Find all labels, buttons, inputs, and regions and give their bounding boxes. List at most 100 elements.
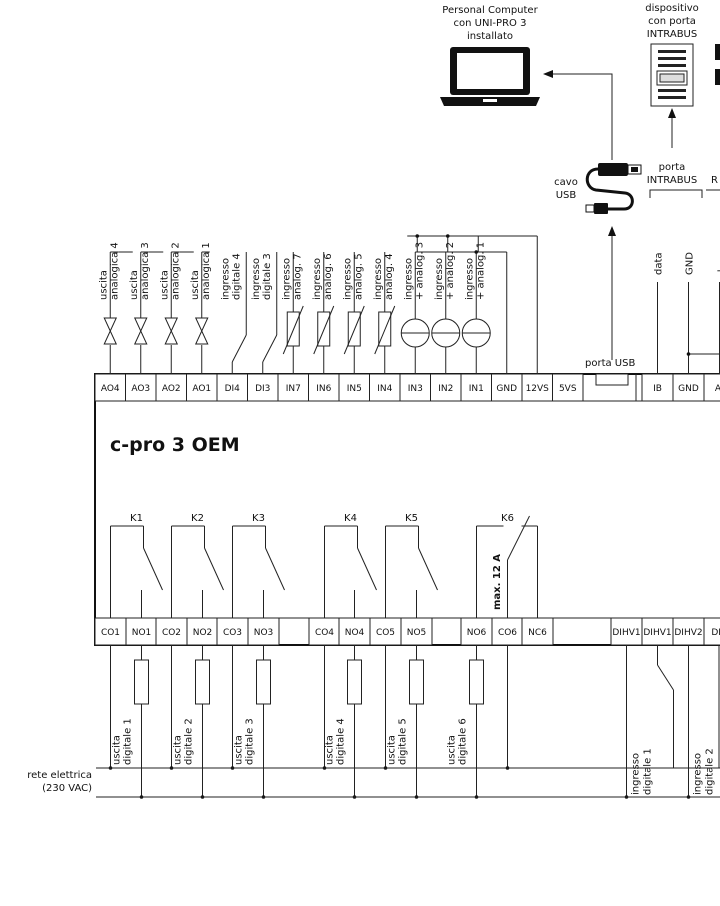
- mains-label: rete elettrica (230 VAC): [27, 770, 92, 794]
- terminal-label: DIH: [711, 628, 720, 638]
- input-label-line1: ingresso: [220, 258, 231, 300]
- terminal-label: CO4: [315, 628, 334, 638]
- terminal-label: DI4: [225, 384, 241, 394]
- sensor-slash: [282, 305, 304, 355]
- junction-dot: [474, 250, 479, 254]
- junction-dot: [445, 234, 450, 238]
- terminal-label: NC6: [528, 628, 547, 638]
- switch-contact: [657, 664, 674, 691]
- pc-arrow: [543, 70, 553, 78]
- svg-text:cavo: cavo: [554, 177, 578, 188]
- relay-label: K1: [130, 513, 143, 524]
- terminal-label: IN6: [316, 384, 331, 394]
- relay-contact: [507, 515, 530, 561]
- terminal-di3: [247, 373, 279, 402]
- input-label-line2: analog. 6: [323, 253, 334, 300]
- load-resistor-icon: [409, 659, 424, 705]
- load-resistor-icon: [195, 659, 210, 705]
- cable-label: cavo USB: [554, 177, 578, 201]
- valve-icon: [194, 317, 209, 345]
- usb-cable-icon: [585, 163, 642, 214]
- device-title: c-pro 3 OEM: [110, 434, 240, 456]
- input-label-line2: + analog. 2: [445, 242, 456, 300]
- output-label-line2: digitale 2: [184, 718, 195, 765]
- terminal-label: IB: [653, 384, 662, 394]
- relay-contact: [418, 547, 438, 591]
- terminal-label: GND: [496, 384, 517, 394]
- terminal-label: AO1: [192, 384, 211, 394]
- output-label-line2: digitale 3: [245, 718, 256, 765]
- terminal-in6: [308, 373, 340, 402]
- terminal-no6: [460, 617, 493, 646]
- relay-label: K6: [501, 513, 514, 524]
- dihv-label-line1: ingresso: [693, 753, 704, 795]
- input-label-line1: ingresso: [464, 258, 475, 300]
- terminal-in3: [399, 373, 431, 402]
- relay-label: K3: [252, 513, 265, 524]
- input-label-line2: analogica 3: [140, 242, 151, 300]
- input-label-line1: ingresso: [312, 258, 323, 300]
- controller-body: [94, 373, 720, 646]
- input-label-line1: ingresso: [251, 258, 262, 300]
- terminal-in2: [430, 373, 462, 402]
- svg-text:porta: porta: [659, 162, 686, 173]
- svg-text:INTRABUS: INTRABUS: [647, 175, 697, 186]
- input-label-line1: ingresso: [373, 258, 384, 300]
- junction-dot: [686, 352, 691, 356]
- relay-label: K2: [191, 513, 204, 524]
- terminal-label: NO4: [345, 628, 365, 638]
- output-label-line2: digitale 1: [123, 718, 134, 765]
- terminal-label: IN5: [347, 384, 362, 394]
- junction-dot: [415, 234, 420, 238]
- input-label-line1: ingresso: [403, 258, 414, 300]
- svg-text:con UNI-PRO 3: con UNI-PRO 3: [454, 18, 527, 29]
- terminal-no3: [247, 617, 280, 646]
- input-label-line2: analogica 1: [201, 242, 212, 300]
- intrabus-device-label: dispositivo con porta INTRABUS: [645, 3, 699, 40]
- laptop-icon: [440, 47, 540, 106]
- input-label-line1: ingresso: [434, 258, 445, 300]
- terminal-co6: [491, 617, 524, 646]
- input-label-line1: ingresso: [342, 258, 353, 300]
- output-label-line1: uscita: [112, 735, 123, 765]
- terminal-co4: [308, 617, 341, 646]
- input-label-line2: analog. 5: [353, 253, 364, 300]
- svg-text:(230 VAC): (230 VAC): [42, 783, 92, 794]
- usb-port-label: porta USB: [585, 358, 635, 369]
- input-label-line1: uscita: [129, 270, 140, 300]
- relay-label: K4: [344, 513, 357, 524]
- terminal-label: CO5: [376, 628, 395, 638]
- intrabus-arrow-up: [668, 108, 676, 118]
- terminal-label: IN4: [377, 384, 392, 394]
- terminal-label: IN1: [469, 384, 484, 394]
- switch-contact: [231, 334, 247, 363]
- terminal-label: CO1: [101, 628, 120, 638]
- terminal-label: 5VS: [559, 384, 577, 394]
- terminal-label: DIHV1: [612, 628, 640, 638]
- terminal-ao4: [94, 373, 126, 402]
- intrabus-bracket: [649, 189, 703, 198]
- sensor-slash: [343, 305, 365, 355]
- output-label-line2: digitale 6: [458, 718, 469, 765]
- output-label-line2: digitale 4: [336, 718, 347, 765]
- input-label-line2: analog. 4: [384, 253, 395, 300]
- svg-text:dispositivo: dispositivo: [645, 3, 699, 14]
- terminal-label: CO3: [223, 628, 242, 638]
- valve-icon: [164, 317, 179, 345]
- usb-arrow-up: [608, 226, 616, 236]
- terminal-label: CO6: [498, 628, 517, 638]
- terminal-12vs: [521, 373, 553, 402]
- intrabus-device-icon: [650, 43, 720, 107]
- input-label-line2: analogica 2: [170, 242, 181, 300]
- relay-contact: [204, 547, 224, 591]
- input-label-line1: uscita: [159, 270, 170, 300]
- sensor-slash: [374, 305, 396, 355]
- terminal-dihv-0: [610, 617, 643, 646]
- intrabus-wire-label: +: [716, 267, 720, 275]
- intrabus-port-label: porta INTRABUS: [647, 162, 697, 186]
- input-label-line2: + analog. 1: [475, 242, 486, 300]
